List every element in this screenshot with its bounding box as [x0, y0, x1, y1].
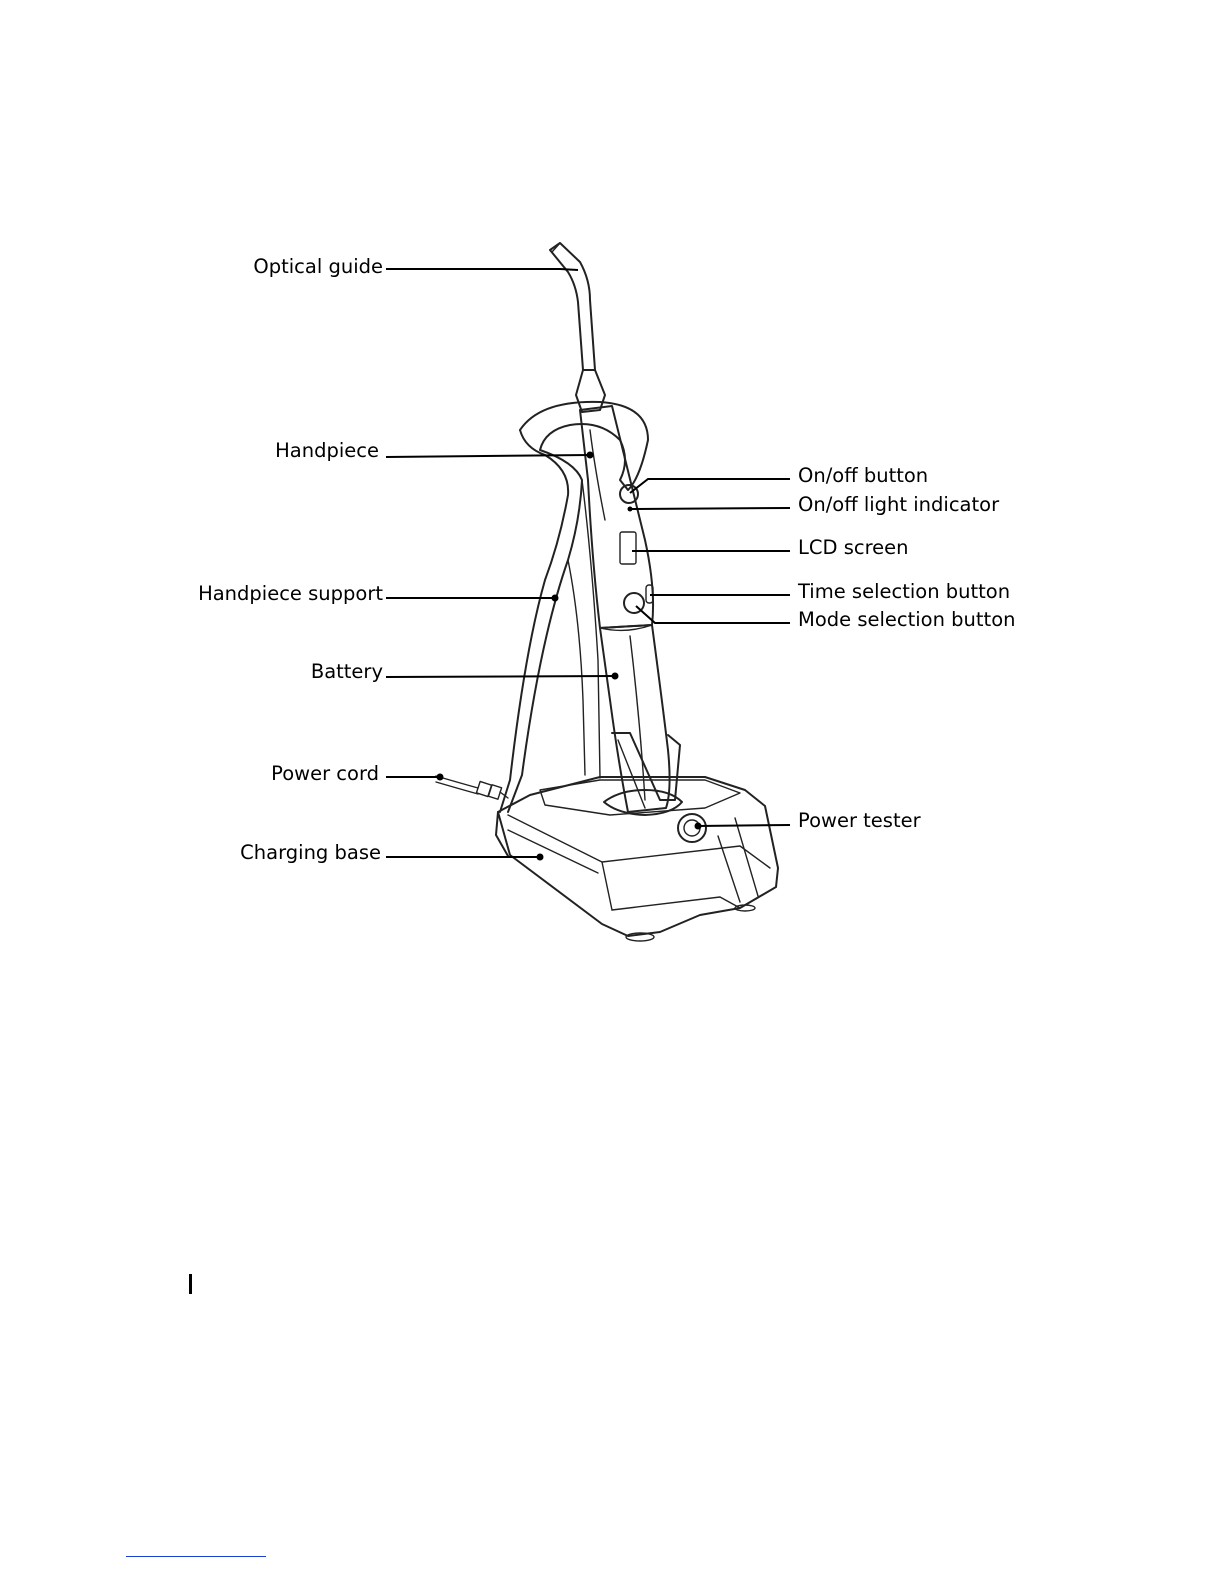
label-mode-selection-button: Mode selection button: [798, 608, 1016, 631]
leader-dot-power-cord: [437, 774, 444, 781]
leader-handpiece: [386, 455, 590, 457]
leader-dot-charging-base: [537, 854, 544, 861]
label-time-selection-button: Time selection button: [797, 580, 1010, 603]
power-cord-drawing: [436, 776, 508, 799]
handpiece-drawing: [550, 243, 670, 812]
leader-on-off-button: [630, 479, 790, 493]
label-optical-guide: Optical guide: [253, 255, 383, 278]
label-power-cord: Power cord: [271, 762, 379, 785]
leader-mode-selection-button: [636, 606, 790, 623]
footnote-separator: [126, 1556, 266, 1557]
label-handpiece-support: Handpiece support: [198, 582, 383, 605]
leader-dot-handpiece-support: [552, 595, 559, 602]
change-bar: [189, 1274, 192, 1294]
label-power-tester: Power tester: [798, 809, 922, 832]
labels: Optical guide Handpiece Handpiece suppor…: [198, 255, 1015, 864]
leader-dot-power-tester: [695, 823, 702, 830]
leader-dot-battery: [612, 673, 619, 680]
label-on-off-button: On/off button: [798, 464, 928, 487]
label-on-off-light-indicator: On/off light indicator: [798, 493, 1000, 516]
label-charging-base: Charging base: [240, 841, 381, 864]
charging-base-drawing: [496, 733, 778, 941]
leader-optical-guide: [386, 269, 578, 270]
leader-lines: [386, 269, 790, 861]
leader-on-off-light-indicator: [632, 508, 790, 509]
label-handpiece: Handpiece: [275, 439, 379, 462]
leader-battery: [386, 676, 615, 677]
device-illustration: [436, 243, 778, 941]
label-lcd-screen: LCD screen: [798, 536, 909, 559]
label-battery: Battery: [311, 660, 383, 683]
leader-power-tester: [698, 825, 790, 826]
leader-dot-handpiece: [587, 452, 594, 459]
